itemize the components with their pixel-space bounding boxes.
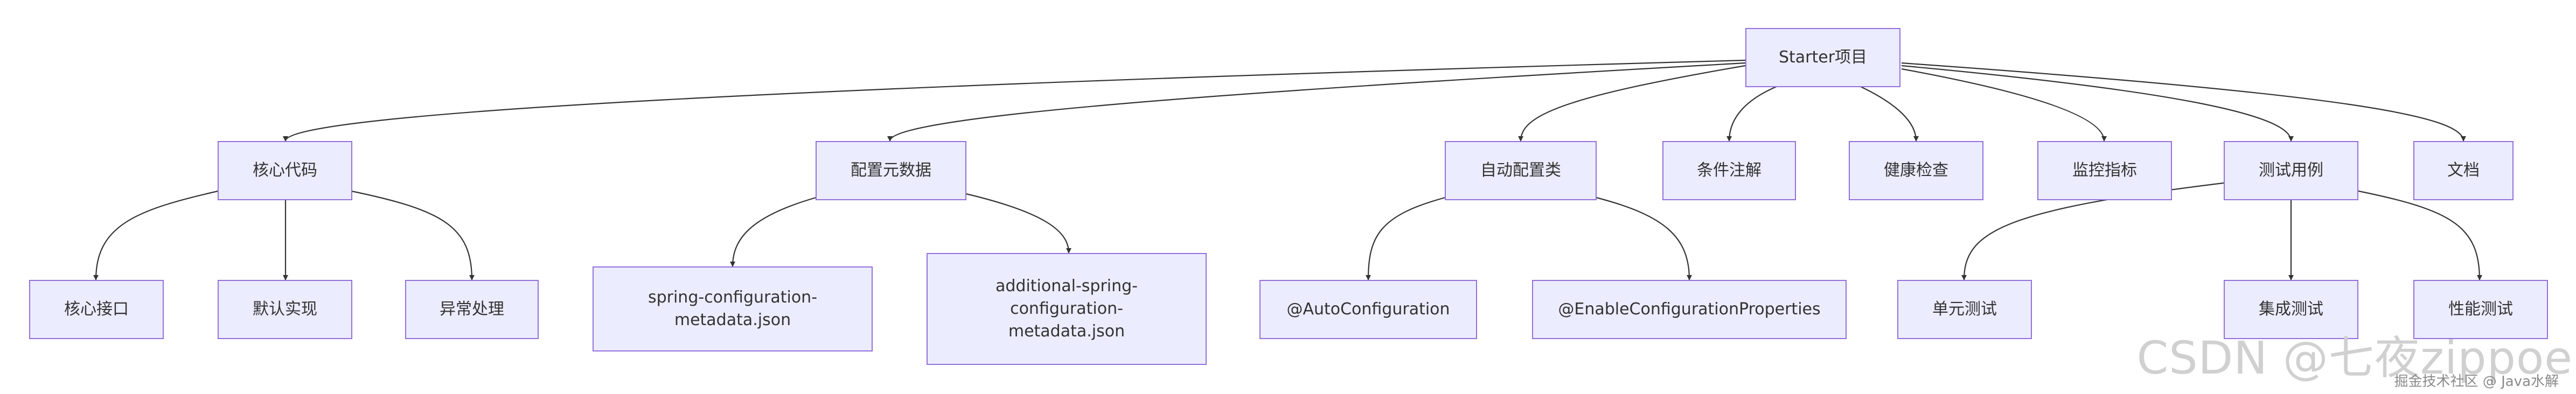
node-auto-configuration-annotation: @AutoConfiguration (1259, 280, 1477, 339)
edge-root-docs (1901, 62, 2466, 142)
node-label: 单元测试 (1932, 300, 1997, 319)
node-label: 自动配置类 (1480, 161, 1561, 180)
edge-root-health-check (1859, 86, 1919, 142)
node-core-interface: 核心接口 (29, 280, 164, 339)
node-label: 健康检查 (1884, 161, 1948, 180)
node-label: 文档 (2447, 161, 2480, 180)
node-conditional-annotations: 条件注解 (1662, 141, 1796, 200)
edge-config-ascm (965, 193, 1071, 254)
node-enable-configuration-properties: @EnableConfigurationProperties (1532, 280, 1847, 339)
node-label: 核心代码 (253, 161, 317, 180)
node-auto-config-class: 自动配置类 (1445, 141, 1597, 200)
node-core-code: 核心代码 (218, 141, 352, 200)
node-starter-project: Starter项目 (1745, 28, 1900, 87)
edge-core-core-interface (93, 190, 219, 280)
node-spring-configuration-metadata-json: spring-configuration- metadata.json (593, 266, 873, 351)
node-label: 核心接口 (64, 300, 129, 319)
csdn-watermark: CSDN @七夜zippoe (2136, 332, 2573, 384)
node-label-line: additional-spring- (995, 277, 1138, 296)
node-integration-test: 集成测试 (2224, 280, 2358, 339)
edge-root-auto-config (1518, 65, 1746, 142)
node-label: 异常处理 (440, 300, 504, 319)
edge-config-scm (730, 196, 817, 267)
node-additional-spring-configuration-metadata-json: additional-spring- configuration- metada… (927, 253, 1207, 365)
node-label-line: metadata.json (1008, 322, 1125, 341)
node-test-cases: 测试用例 (2224, 141, 2358, 200)
node-label-line: spring-configuration- (648, 288, 818, 307)
edge-root-conditional (1726, 85, 1778, 142)
node-label: 配置元数据 (851, 161, 931, 180)
juejin-watermark: 掘金技术社区 @ Java水解 (2394, 374, 2559, 390)
node-label: 默认实现 (253, 300, 317, 319)
node-docs: 文档 (2413, 141, 2514, 200)
node-exception-handling: 异常处理 (405, 280, 539, 339)
edge-auto-autoconfiguration (1366, 196, 1446, 280)
node-label: @EnableConfigurationProperties (1558, 300, 1821, 319)
edge-root-metrics (1901, 68, 2107, 142)
node-unit-test: 单元测试 (1897, 280, 2032, 339)
node-label-line: configuration- (1010, 299, 1123, 318)
edge-root-config-metadata (887, 62, 1746, 142)
edge-test-perf (2358, 190, 2482, 280)
node-label: Starter项目 (1778, 48, 1868, 67)
edge-root-test-cases (1901, 65, 2294, 142)
node-label: 条件注解 (1697, 161, 1762, 180)
edge-root-core-code (283, 59, 1746, 142)
edge-core-exception (351, 190, 475, 280)
edge-auto-enable (1596, 196, 1692, 280)
node-label: @AutoConfiguration (1286, 300, 1450, 319)
node-default-impl: 默认实现 (218, 280, 352, 339)
node-config-metadata: 配置元数据 (816, 141, 966, 200)
node-label: 测试用例 (2259, 161, 2323, 180)
node-label-line: metadata.json (674, 311, 791, 329)
node-monitoring-metrics: 监控指标 (2037, 141, 2172, 200)
node-performance-test: 性能测试 (2413, 280, 2548, 339)
node-health-check: 健康检查 (1849, 141, 1983, 200)
node-label: 集成测试 (2259, 300, 2323, 319)
node-label: 监控指标 (2072, 161, 2137, 180)
node-label: 性能测试 (2448, 300, 2513, 319)
